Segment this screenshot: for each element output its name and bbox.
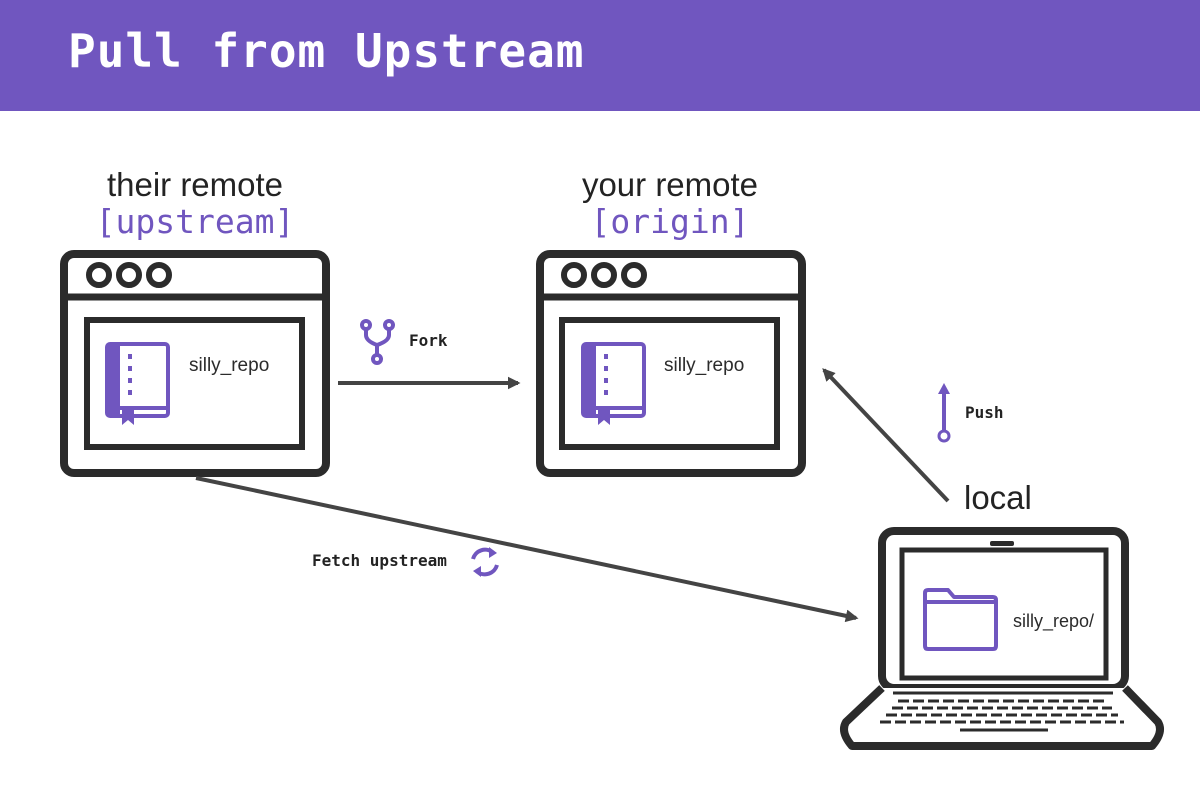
page-title: Pull from Upstream (68, 24, 585, 78)
push-label: Push (965, 403, 1004, 422)
upstream-heading: their remote (106, 166, 284, 203)
push-arrow (822, 368, 950, 503)
repo-book-icon (581, 342, 646, 425)
origin-heading: your remote (581, 166, 759, 203)
window-dot (146, 262, 172, 288)
fetch-upstream-arrow (195, 476, 859, 623)
window-dot (621, 262, 647, 288)
window-dot (561, 262, 587, 288)
fetch-upstream-label: Fetch upstream (312, 551, 447, 570)
laptop (840, 527, 1164, 750)
local-folder-name: silly_repo/ (1013, 611, 1095, 631)
local-label: local (964, 479, 1032, 516)
git-commit-push-icon (937, 383, 951, 443)
upstream-repo-name: silly_repo (189, 355, 270, 376)
window-dot (591, 262, 617, 288)
window-dot (116, 262, 142, 288)
origin-repo-name: silly_repo (664, 355, 745, 376)
git-fork-icon (360, 319, 395, 365)
window-dot (86, 262, 112, 288)
upstream-label: [upstream] (95, 202, 295, 241)
sync-icon (471, 547, 499, 577)
folder-icon (923, 588, 998, 651)
repo-book-icon (105, 342, 170, 425)
origin-label: [origin] (590, 202, 750, 241)
title-banner: Pull from Upstream (0, 0, 1200, 111)
fork-label: Fork (409, 331, 448, 350)
